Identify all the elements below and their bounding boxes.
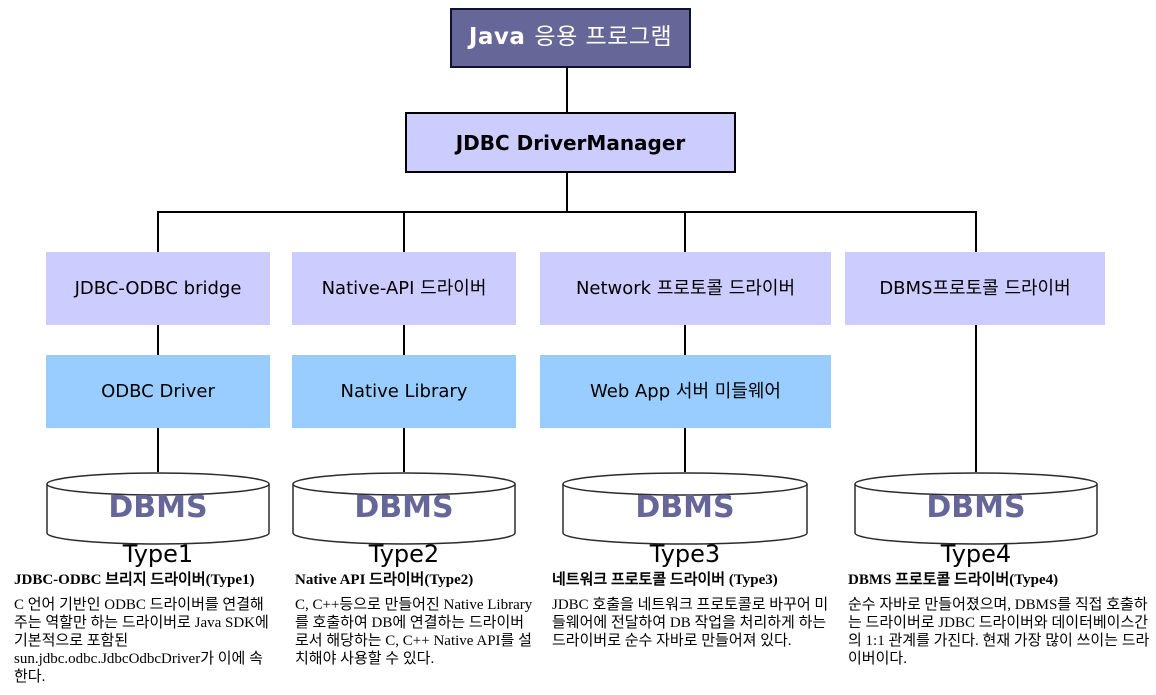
java-application-box: Java 응용 프로그램 <box>450 8 691 68</box>
driver-label-type1: JDBC-ODBC bridge <box>74 277 242 299</box>
connector-driver2-to-middleware2 <box>403 325 405 355</box>
database-cylinder-icon: DBMS <box>46 472 270 545</box>
description-type1: JDBC-ODBC 브리지 드라이버(Type1) C 언어 기반인 ODBC … <box>14 572 276 686</box>
description-title-type2: Native API 드라이버(Type2) <box>295 572 474 588</box>
driver-label-type2: Native-API 드라이버 <box>321 277 487 299</box>
dbms-label-type2: DBMS <box>354 490 453 525</box>
connector-bus-to-type4 <box>975 211 977 252</box>
driver-box-type2: Native-API 드라이버 <box>292 252 516 325</box>
middleware-label-type1: ODBC Driver <box>101 380 215 402</box>
connector-middleware3-to-dbms3 <box>684 428 686 472</box>
middleware-label-type2: Native Library <box>340 380 468 402</box>
dbms-cylinder-type1: DBMS <box>46 472 270 545</box>
middleware-box-type3: Web App 서버 미들웨어 <box>540 355 831 428</box>
connector-middleware2-to-dbms2 <box>403 428 405 472</box>
dbms-label-type1: DBMS <box>108 490 207 525</box>
jdbc-drivermanager-box: JDBC DriverManager <box>405 112 736 173</box>
driver-label-type3: Network 프로토콜 드라이버 <box>575 277 796 299</box>
connector-bus-to-type3 <box>684 211 686 252</box>
driver-label-type4: DBMS프로토콜 드라이버 <box>879 277 1071 299</box>
description-title-type3: 네트워크 프로토콜 드라이버 (Type3) <box>552 572 778 588</box>
description-type3: 네트워크 프로토콜 드라이버 (Type3) JDBC 호출을 네트워크 프로토… <box>552 572 840 650</box>
dbms-cylinder-type3: DBMS <box>562 472 808 545</box>
connector-driver4-to-dbms4 <box>975 325 977 472</box>
driver-box-type1: JDBC-ODBC bridge <box>46 252 270 325</box>
description-body-type4: 순수 자바로 만들어졌으며, DBMS를 직접 호출하는 드라이버로 JDBC … <box>848 597 1150 668</box>
database-cylinder-icon: DBMS <box>292 472 516 545</box>
middleware-label-type3: Web App 서버 미들웨어 <box>590 380 781 402</box>
connector-bus-to-type2 <box>403 211 405 252</box>
description-body-type2: C, C++등으로 만들어진 Native Library를 호출하여 DB에 … <box>295 597 533 668</box>
connector-driver1-to-middleware1 <box>157 325 159 355</box>
connector-bus-line <box>157 211 977 213</box>
middleware-box-type1: ODBC Driver <box>46 355 270 428</box>
connector-root-to-manager <box>566 64 568 112</box>
description-title-type4: DBMS 프로토콜 드라이버(Type4) <box>848 572 1059 588</box>
connector-bus-to-type1 <box>157 211 159 252</box>
type3-label: Type3 <box>649 540 721 568</box>
driver-box-type3: Network 프로토콜 드라이버 <box>540 252 831 325</box>
connector-middleware1-to-dbms1 <box>157 428 159 472</box>
database-cylinder-icon: DBMS <box>562 472 808 545</box>
description-type2: Native API 드라이버(Type2) C, C++등으로 만들어진 Na… <box>295 572 535 668</box>
description-body-type3: JDBC 호출을 네트워크 프로토콜로 바꾸어 미들웨어에 전달하여 DB 작업… <box>552 597 829 650</box>
dbms-label-type3: DBMS <box>635 490 734 525</box>
java-application-label-ko: 응용 프로그램 <box>534 24 673 51</box>
java-application-label-en: Java <box>468 24 526 51</box>
dbms-cylinder-type4: DBMS <box>854 472 1098 545</box>
type2-label: Type2 <box>368 540 440 568</box>
type1-label: Type1 <box>122 540 194 568</box>
description-title-type1: JDBC-ODBC 브리지 드라이버(Type1) <box>14 572 255 588</box>
dbms-cylinder-type2: DBMS <box>292 472 516 545</box>
description-body-type1: C 언어 기반인 ODBC 드라이버를 연결해주는 역할만 하는 드라이버로 J… <box>14 597 269 686</box>
driver-box-type4: DBMS프로토콜 드라이버 <box>845 252 1105 325</box>
jdbc-drivermanager-label: JDBC DriverManager <box>455 130 686 155</box>
database-cylinder-icon: DBMS <box>854 472 1098 545</box>
connector-driver3-to-middleware3 <box>684 325 686 355</box>
type4-label: Type4 <box>940 540 1012 568</box>
middleware-box-type2: Native Library <box>292 355 516 428</box>
description-type4: DBMS 프로토콜 드라이버(Type4) 순수 자바로 만들어졌으며, DBM… <box>848 572 1154 668</box>
dbms-label-type4: DBMS <box>926 490 1025 525</box>
connector-manager-to-bus <box>566 169 568 211</box>
